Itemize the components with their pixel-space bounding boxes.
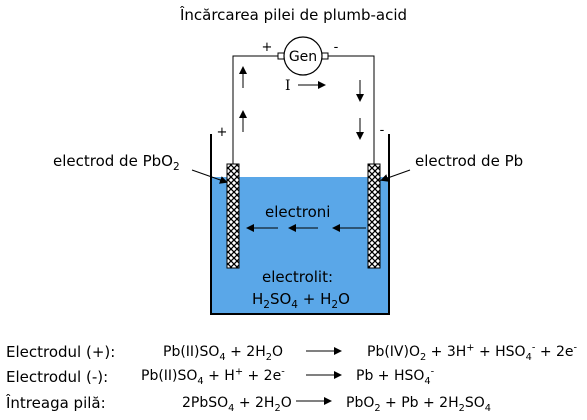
equation-head-plus: Electrodul (+): xyxy=(6,343,116,361)
equation-plus-reactants: Pb(II)SO4 + 2H2O xyxy=(163,344,283,363)
gen-terminal-right xyxy=(321,52,329,60)
equation-head-minus: Electrodul (-): xyxy=(6,368,109,386)
pbo2-electrode xyxy=(226,163,240,269)
left-wire xyxy=(232,55,278,164)
pbo2-electrode-label: electrod de PbO2 xyxy=(53,152,180,173)
electrolyte-formula: H2SO4 + H2O xyxy=(252,290,350,311)
equation-total-reactants: 2PbSO4 + 2H2O xyxy=(182,395,292,414)
generator-label: Gen xyxy=(289,49,317,65)
right-wire xyxy=(328,55,375,164)
equation-head-total: Întreaga pilă: xyxy=(6,394,106,412)
pb-pointer-arrow xyxy=(380,169,411,182)
beaker xyxy=(210,134,390,315)
pb-electrode-label: electrod de Pb xyxy=(415,152,524,170)
electrons-label: electroni xyxy=(265,203,331,221)
gen-terminal-left xyxy=(277,52,285,60)
page-title: Încărcarea pilei de plumb-acid xyxy=(179,6,408,24)
equation-total-products: PbO2 + Pb + 2H2SO4 xyxy=(346,395,491,414)
pbo2-pointer-arrow xyxy=(191,169,228,184)
left-electrode-sign: + xyxy=(217,125,228,140)
pb-electrode xyxy=(367,163,381,269)
generator-plus-sign: + xyxy=(262,40,273,55)
equation-minus-products: Pb + HSO4- xyxy=(356,366,435,387)
current-label: I xyxy=(285,78,291,94)
equation-plus-products: Pb(IV)O2 + 3H+ + HSO4- + 2e- xyxy=(367,342,578,363)
electrolyte-label: electrolit: xyxy=(262,268,334,286)
right-electrode-sign: - xyxy=(380,123,385,138)
generator-minus-sign: - xyxy=(334,40,339,55)
generator xyxy=(283,36,323,76)
equation-minus-reactants: Pb(II)SO4 + H+ + 2e- xyxy=(141,366,285,387)
electrolyte-fill xyxy=(211,177,389,313)
